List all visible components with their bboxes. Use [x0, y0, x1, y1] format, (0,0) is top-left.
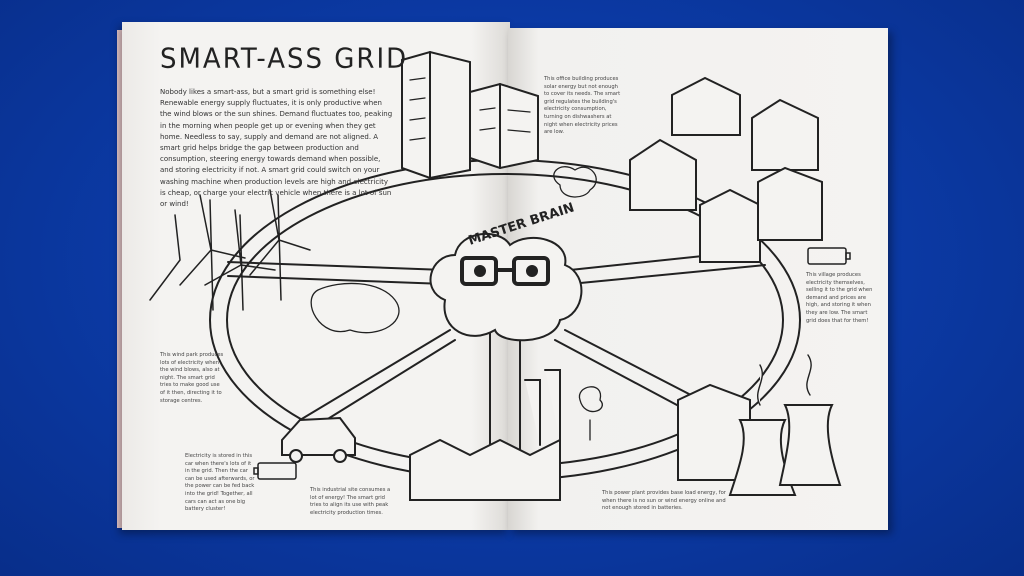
village-houses	[629, 76, 823, 263]
caption-office: This office building produces solar ener…	[544, 76, 621, 136]
master-brain	[429, 232, 583, 342]
grid-spokes	[227, 249, 766, 471]
caption-car: Electricity is stored in this car when t…	[185, 453, 255, 513]
page-title: SMART-ASS GRID	[160, 43, 409, 75]
industrial-site	[409, 369, 561, 501]
caption-powerplant: This power plant provides base load ener…	[602, 490, 726, 512]
caption-industry: This industrial site consumes a lot of e…	[310, 487, 391, 516]
book-edge	[117, 30, 123, 528]
caption-windpark: This wind park produces lots of electric…	[160, 352, 224, 404]
battery-icons	[253, 247, 851, 480]
park-trees	[310, 166, 603, 441]
wind-turbines	[149, 189, 311, 311]
electric-car	[281, 416, 356, 463]
office-buildings	[401, 50, 539, 180]
intro-paragraph: Nobody likes a smart-ass, but a smart gr…	[160, 88, 393, 209]
power-plant	[677, 354, 842, 496]
caption-village: This village produces electricity themse…	[806, 272, 873, 324]
